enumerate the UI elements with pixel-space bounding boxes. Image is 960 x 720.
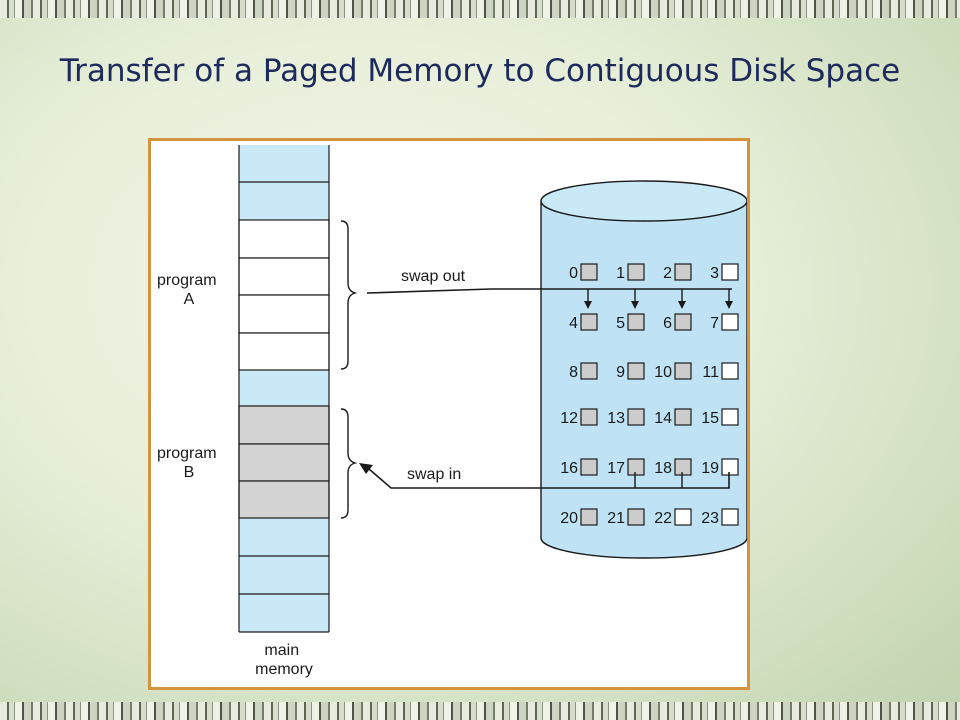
disk-block <box>721 508 739 526</box>
disk-block <box>674 263 692 281</box>
disk-block-number: 19 <box>701 460 719 477</box>
disk-block-number: 20 <box>560 510 578 527</box>
disk-block <box>627 362 645 380</box>
disk-block <box>627 408 645 426</box>
disk-block-number: 0 <box>569 265 578 282</box>
disk-block-number: 3 <box>710 265 719 282</box>
disk-block <box>674 458 692 476</box>
bottom-decorative-stripe <box>0 702 960 720</box>
swap-in-label: swap in <box>407 466 461 483</box>
disk-block <box>721 263 739 281</box>
disk-block-number: 6 <box>663 315 672 332</box>
program-b-page <box>238 405 330 445</box>
disk-block-number: 11 <box>702 364 719 381</box>
disk-block <box>627 508 645 526</box>
disk-block <box>580 458 598 476</box>
disk-block <box>721 408 739 426</box>
disk-block-number: 1 <box>616 265 625 282</box>
disk-block-number: 14 <box>654 410 672 427</box>
program-b-label: program B <box>157 445 221 481</box>
program-a-brace <box>340 220 358 370</box>
disk-block <box>627 458 645 476</box>
disk-block <box>721 362 739 380</box>
swap-out-arrow-line <box>366 288 492 294</box>
program-a-page <box>238 332 330 371</box>
disk-block-number: 7 <box>710 315 719 332</box>
disk-block-number: 16 <box>560 460 578 477</box>
disk-block-number: 13 <box>607 410 625 427</box>
disk-block <box>674 408 692 426</box>
disk-block <box>674 362 692 380</box>
disk-block <box>580 313 598 331</box>
disk-block-number: 10 <box>654 364 672 381</box>
disk-block <box>627 313 645 331</box>
swap-out-arrowhead <box>631 301 639 309</box>
disk-block <box>674 313 692 331</box>
slide-title: Transfer of a Paged Memory to Contiguous… <box>59 53 901 89</box>
disk-block-number: 5 <box>616 315 625 332</box>
disk-block-number: 8 <box>569 364 578 381</box>
top-decorative-stripe <box>0 0 960 18</box>
disk-block-number: 12 <box>560 410 578 427</box>
disk-block <box>674 508 692 526</box>
swap-in-arrowhead <box>359 463 373 474</box>
disk-block <box>627 263 645 281</box>
disk-cylinder-top <box>540 180 747 222</box>
disk-block-number: 23 <box>701 510 719 527</box>
memory-column-mid-free <box>239 370 329 406</box>
program-b-brace <box>340 408 358 519</box>
disk-block <box>580 508 598 526</box>
disk-block <box>721 313 739 331</box>
program-a-page <box>238 294 330 334</box>
disk-block-number: 22 <box>654 510 672 527</box>
program-b-page <box>238 480 330 519</box>
swap-out-arrowhead <box>584 301 592 309</box>
disk-block-number: 2 <box>663 265 672 282</box>
main-memory-label: main memory <box>255 642 313 678</box>
disk-block-number: 4 <box>569 315 578 332</box>
disk-block-number: 9 <box>616 364 625 381</box>
disk-block <box>580 408 598 426</box>
disk-block <box>721 458 739 476</box>
program-b-page <box>238 443 330 482</box>
disk-block <box>580 263 598 281</box>
disk-block-number: 15 <box>701 410 719 427</box>
memory-column-bottom-free <box>239 518 329 632</box>
swap-out-arrowhead <box>725 301 733 309</box>
program-a-page <box>238 219 330 259</box>
swap-out-drop-arrows <box>584 289 733 309</box>
disk-block-number: 18 <box>654 460 672 477</box>
swap-out-arrowhead <box>678 301 686 309</box>
disk-block <box>580 362 598 380</box>
swap-in-arrow-line <box>368 468 730 489</box>
swap-out-label: swap out <box>401 268 466 285</box>
program-a-label: program A <box>157 272 221 308</box>
disk-block-number: 21 <box>607 510 625 527</box>
disk-block-number: 17 <box>607 460 625 477</box>
program-a-page <box>238 257 330 296</box>
